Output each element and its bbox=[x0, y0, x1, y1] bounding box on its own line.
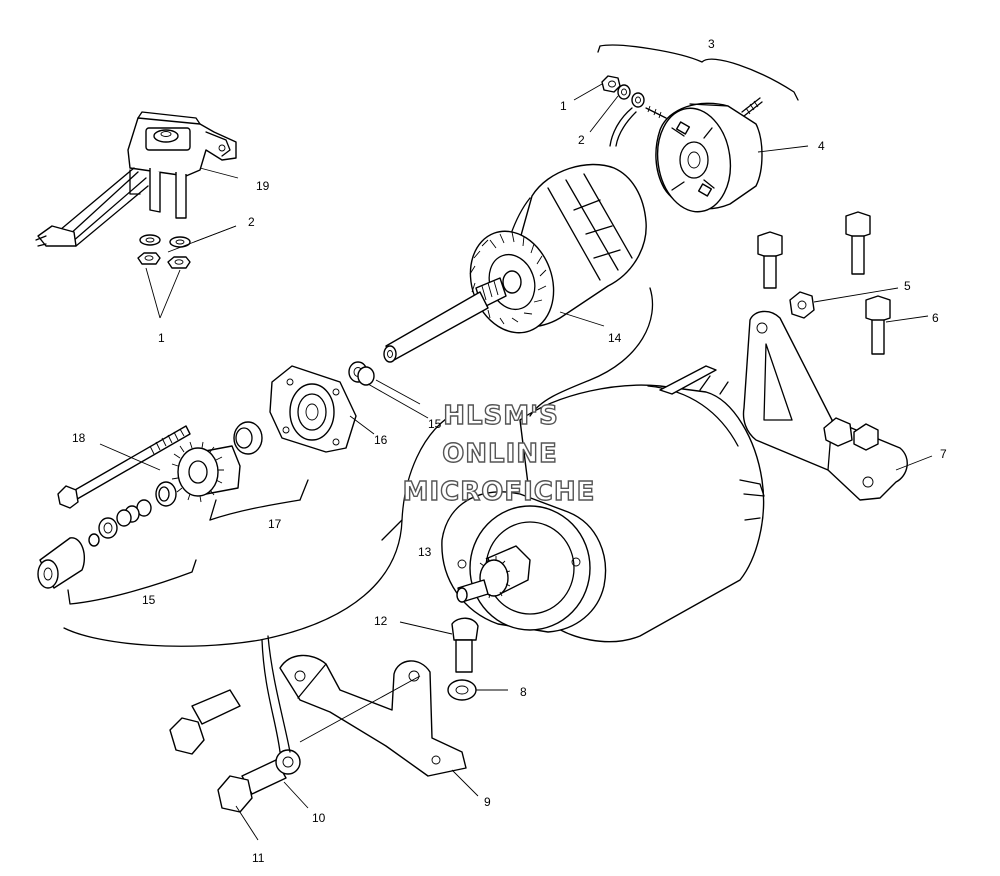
callout-16: 16 bbox=[374, 433, 388, 447]
callout-6: 6 bbox=[932, 311, 939, 325]
through-bolt-part-18 bbox=[57, 425, 191, 509]
end-cap-part-4 bbox=[645, 97, 763, 213]
callout-10: 10 bbox=[312, 811, 326, 825]
shaft-washer bbox=[348, 361, 375, 386]
watermark: HLSM'S ONLINE MICROFICHE bbox=[402, 400, 596, 507]
callout-1-top: 1 bbox=[560, 99, 567, 113]
spring-set bbox=[37, 481, 177, 589]
callout-1-left: 1 bbox=[158, 331, 165, 345]
solenoid-part-19 bbox=[35, 111, 237, 247]
lower-bracket-part-9 bbox=[279, 654, 467, 777]
callout-12: 12 bbox=[374, 614, 388, 628]
callout-15: 15 bbox=[142, 593, 156, 607]
callout-17: 17 bbox=[268, 517, 282, 531]
motor-housing-part-13 bbox=[441, 365, 765, 643]
callout-19: 19 bbox=[256, 179, 270, 193]
callout-7: 7 bbox=[940, 447, 947, 461]
lower-bolts bbox=[169, 635, 301, 813]
callout-9: 9 bbox=[484, 795, 491, 809]
bracket-bolts bbox=[757, 211, 891, 355]
leader-lines bbox=[99, 83, 933, 841]
callout-3: 3 bbox=[708, 37, 715, 51]
watermark-line-1: HLSM'S bbox=[443, 401, 559, 431]
cup-washer bbox=[233, 421, 263, 455]
armature-part-14 bbox=[383, 163, 647, 363]
group-braces bbox=[63, 44, 799, 647]
solenoid-hardware bbox=[137, 234, 191, 269]
callout-8: 8 bbox=[520, 685, 527, 699]
watermark-line-2: ONLINE bbox=[442, 439, 558, 469]
callout-labels: 3 1 2 4 19 2 1 5 6 14 18 16 7 15 17 13 1… bbox=[72, 37, 947, 865]
callout-18: 18 bbox=[72, 431, 86, 445]
callout-4: 4 bbox=[818, 139, 825, 153]
callout-11: 11 bbox=[252, 851, 265, 865]
callout-2-left: 2 bbox=[248, 215, 255, 229]
callout-13: 13 bbox=[418, 545, 432, 559]
terminal-hardware bbox=[601, 75, 645, 147]
mount-bracket-part-7 bbox=[742, 310, 908, 501]
callout-15-hidden: 15 bbox=[428, 417, 442, 431]
callout-14: 14 bbox=[608, 331, 622, 345]
pinion-gear-part-17 bbox=[171, 441, 241, 503]
callout-5: 5 bbox=[904, 279, 911, 293]
watermark-line-3: MICROFICHE bbox=[403, 477, 596, 507]
front-plate-part-16 bbox=[269, 365, 357, 453]
housing-bolt-part-12 bbox=[447, 617, 479, 701]
callout-2-top: 2 bbox=[578, 133, 585, 147]
